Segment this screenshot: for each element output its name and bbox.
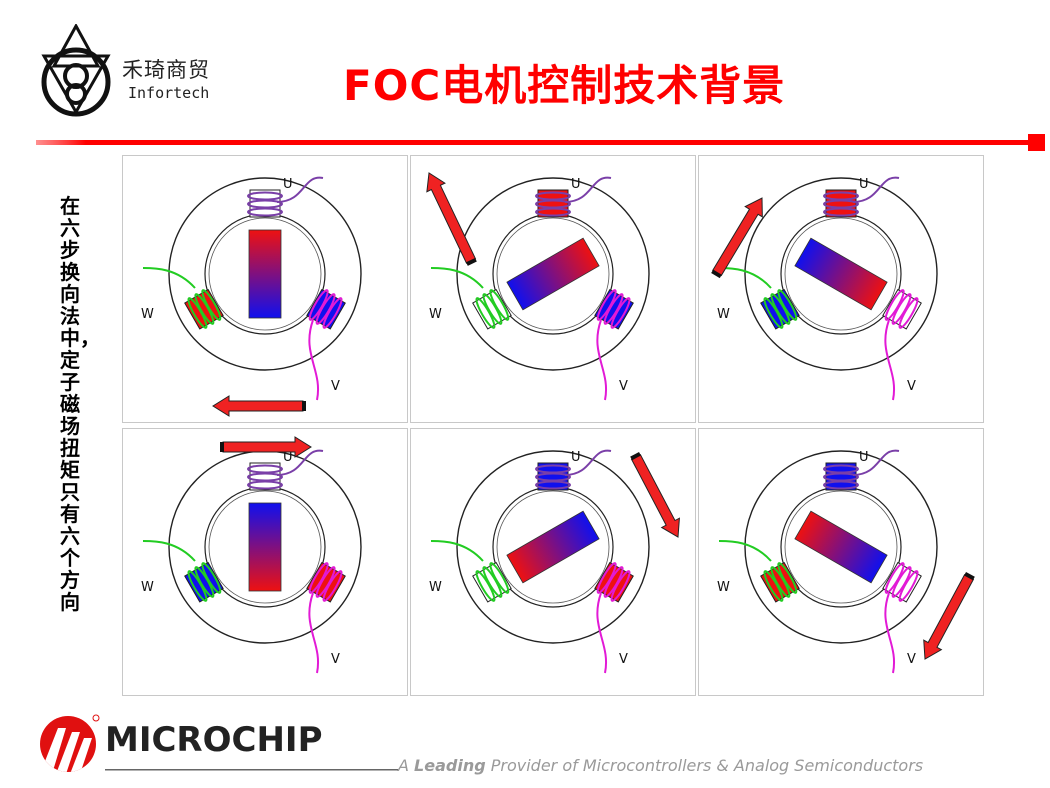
side-description: 在六步换向法中，定子磁场扭矩只有六个方向 xyxy=(60,194,100,614)
wire-v xyxy=(308,319,320,401)
motor-panel: U V W xyxy=(122,155,408,423)
label-v: V xyxy=(331,379,340,394)
pole-u xyxy=(823,462,859,491)
torque-arrow xyxy=(711,197,763,279)
motor-panel: U V W xyxy=(122,428,408,696)
pole-w xyxy=(472,561,512,603)
rotor-magnet xyxy=(794,510,888,584)
pole-w xyxy=(184,561,224,603)
wire-u xyxy=(564,176,612,203)
wire-u xyxy=(276,449,324,476)
pole-w xyxy=(760,288,800,330)
logo-english-name: Infortech xyxy=(128,84,210,102)
wire-w xyxy=(142,267,196,289)
pole-v xyxy=(882,561,922,603)
wire-w xyxy=(430,540,484,562)
microchip-logo-icon xyxy=(40,714,100,772)
wire-w xyxy=(430,267,484,289)
torque-arrow xyxy=(426,172,477,266)
pole-v xyxy=(882,288,922,330)
pole-w xyxy=(472,288,512,330)
torque-arrow xyxy=(212,395,306,417)
label-v: V xyxy=(907,379,916,394)
pole-v xyxy=(306,561,346,603)
tagline-emphasis: Leading xyxy=(414,756,486,775)
stator-outer-ring xyxy=(168,177,362,371)
tagline-part-c: Provider of Microcontrollers & Analog Se… xyxy=(485,756,924,775)
rotor-magnet xyxy=(794,237,888,311)
motor-panel: U V W xyxy=(698,428,984,696)
pole-w xyxy=(184,288,224,330)
pole-v xyxy=(306,288,346,330)
label-v: V xyxy=(619,379,628,394)
pole-w xyxy=(760,561,800,603)
pole-v xyxy=(594,288,634,330)
footer-tagline: A Leading Provider of Microcontrollers &… xyxy=(398,756,923,775)
torque-arrow xyxy=(630,452,680,538)
label-w: W xyxy=(429,580,442,595)
tagline-part-a: A xyxy=(398,756,415,775)
pole-u xyxy=(247,462,283,491)
label-u: U xyxy=(571,177,581,192)
pole-u xyxy=(535,189,571,218)
label-w: W xyxy=(141,580,154,595)
label-u: U xyxy=(283,450,293,465)
wire-u xyxy=(276,176,324,203)
motor-panel: U V W xyxy=(698,155,984,423)
pole-v xyxy=(594,561,634,603)
label-w: W xyxy=(429,307,442,322)
wire-v xyxy=(308,592,320,674)
infortech-logo-icon xyxy=(41,24,111,117)
wire-v xyxy=(596,319,608,401)
commutation-diagram-grid: U V W U V W U V W U V W U V W U V W xyxy=(122,155,984,696)
motor-panel: U V W xyxy=(410,155,696,423)
wire-w xyxy=(142,540,196,562)
wire-v xyxy=(596,592,608,674)
torque-arrow xyxy=(923,571,975,660)
torque-arrow xyxy=(220,436,312,458)
rotor-magnet xyxy=(506,237,600,311)
microchip-brand: MICROCHIP xyxy=(105,720,323,760)
rotor-magnet xyxy=(248,229,282,319)
label-w: W xyxy=(717,580,730,595)
pole-u xyxy=(535,462,571,491)
rotor-magnet xyxy=(248,502,282,592)
pole-u xyxy=(823,189,859,218)
label-w: W xyxy=(717,307,730,322)
label-u: U xyxy=(859,450,869,465)
pole-u xyxy=(247,189,283,218)
page-title: FOC电机控制技术背景 xyxy=(343,61,786,110)
label-u: U xyxy=(283,177,293,192)
label-u: U xyxy=(571,450,581,465)
stator-outer-ring xyxy=(456,177,650,371)
wire-w xyxy=(718,540,772,562)
label-w: W xyxy=(141,307,154,322)
label-v: V xyxy=(619,652,628,667)
stator-outer-ring xyxy=(456,450,650,644)
label-v: V xyxy=(907,652,916,667)
wire-v xyxy=(884,592,896,674)
wire-v xyxy=(884,319,896,401)
footer-rule xyxy=(105,769,398,771)
wire-u xyxy=(564,449,612,476)
wire-u xyxy=(852,176,900,203)
header-rule xyxy=(36,134,1045,151)
stator-outer-ring xyxy=(744,450,938,644)
motor-panel: U V W xyxy=(410,428,696,696)
wire-u xyxy=(852,449,900,476)
stator-outer-ring xyxy=(744,177,938,371)
label-v: V xyxy=(331,652,340,667)
logo-chinese-name: 禾琦商贸 xyxy=(122,58,210,82)
rotor-magnet xyxy=(506,510,600,584)
label-u: U xyxy=(859,177,869,192)
